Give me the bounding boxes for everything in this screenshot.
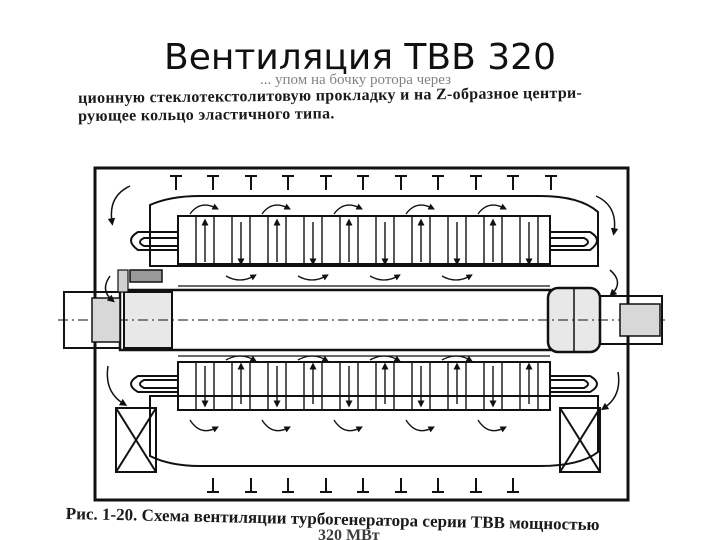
- shaft-right-coupling: [619, 303, 661, 337]
- top-housing-ribs: [170, 175, 557, 190]
- left-gas-cooler: [115, 407, 157, 473]
- lower-stator-core: [177, 361, 551, 411]
- shaft-left-coupling: [91, 297, 121, 343]
- upper-stator-core: [177, 215, 551, 265]
- slide-title: Вентиляция ТВВ 320: [164, 37, 556, 78]
- scan-text-partial-line: ... упом на бочку ротора через: [260, 72, 452, 88]
- upper-stator-ducts: [195, 216, 539, 264]
- airflow-lower-loops: [189, 355, 507, 433]
- airflow-lower-radial: [201, 362, 533, 408]
- lower-stator-yoke: [149, 395, 599, 467]
- figure-caption-cont: 320 МВт: [318, 527, 380, 540]
- airflow-end-loops: [104, 185, 620, 411]
- airflow-upper-loops: [189, 203, 507, 281]
- end-windings: [130, 231, 598, 393]
- airflow-upper-radial: [201, 218, 533, 266]
- centering-ring: [129, 269, 163, 283]
- right-gas-cooler: [559, 407, 601, 473]
- centering-ring-insulator: [117, 269, 129, 293]
- bottom-housing-ribs: [207, 478, 519, 493]
- upper-stator-yoke: [149, 195, 599, 267]
- shaft-right: [599, 295, 663, 345]
- lower-stator-ducts: [195, 362, 539, 410]
